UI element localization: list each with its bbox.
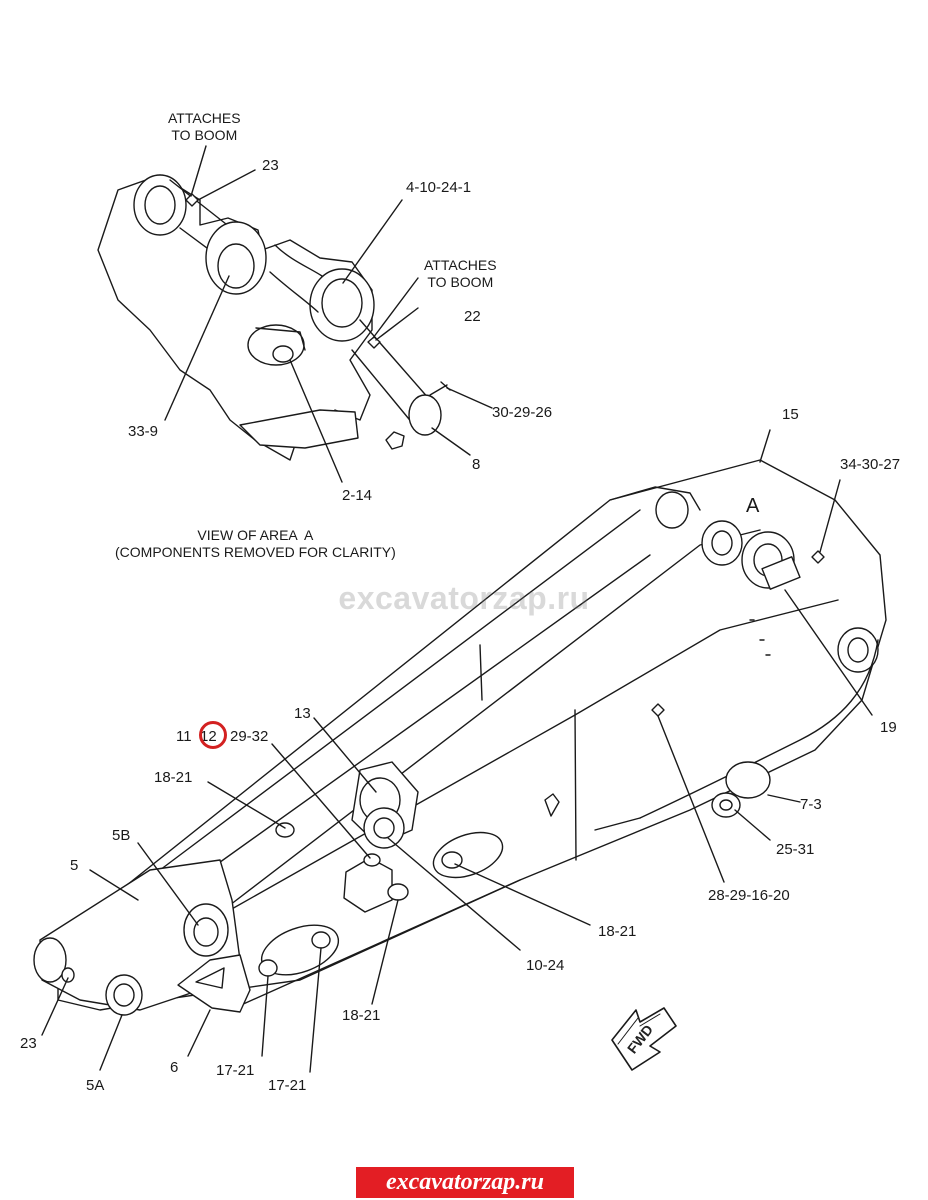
view-caption: VIEW OF AREA A (COMPONENTS REMOVED FOR C… bbox=[115, 527, 396, 560]
watermark: excavatorzap.ru bbox=[338, 580, 590, 616]
part-label[interactable]: 22 bbox=[464, 308, 481, 325]
part-label[interactable]: 30-29-26 bbox=[492, 404, 553, 421]
part-label[interactable]: 29-32 bbox=[230, 728, 269, 745]
part-label[interactable]: 17-21 bbox=[216, 1062, 255, 1079]
part-label[interactable]: 11 bbox=[176, 728, 192, 745]
part-label[interactable]: 23 bbox=[20, 1035, 37, 1052]
highlight-circle bbox=[199, 721, 227, 749]
main-stick-assembly bbox=[33, 429, 887, 1073]
site-banner[interactable]: excavatorzap.ru bbox=[356, 1167, 574, 1198]
part-label[interactable]: 7-3 bbox=[800, 796, 822, 813]
site-banner-text: excavatorzap.ru bbox=[386, 1169, 544, 1195]
part-label[interactable]: 5 bbox=[70, 857, 79, 874]
part-label[interactable]: 15 bbox=[782, 406, 799, 423]
part-label[interactable]: 28-29-16-20 bbox=[708, 887, 790, 904]
part-label[interactable]: 19 bbox=[880, 719, 897, 736]
part-label[interactable]: 5A bbox=[86, 1077, 105, 1094]
part-label[interactable]: 18-21 bbox=[154, 769, 193, 786]
part-label[interactable]: 5B bbox=[112, 827, 131, 844]
part-label[interactable]: 18-21 bbox=[598, 923, 637, 940]
part-label[interactable]: 23 bbox=[262, 157, 279, 174]
note-attaches-to-boom-top: ATTACHES TO BOOM bbox=[168, 110, 241, 143]
part-label[interactable]: 4-10-24-1 bbox=[406, 179, 472, 196]
part-label[interactable]: 13 bbox=[294, 705, 311, 722]
fwd-arrow bbox=[611, 1007, 677, 1071]
part-label[interactable]: 8 bbox=[472, 456, 481, 473]
part-label[interactable]: 25-31 bbox=[776, 841, 815, 858]
part-label[interactable]: 2-14 bbox=[342, 487, 373, 504]
part-label[interactable]: 33-9 bbox=[128, 423, 159, 440]
detail-view-area-a bbox=[97, 145, 493, 483]
part-label[interactable]: 6 bbox=[170, 1059, 179, 1076]
area-marker: A bbox=[746, 495, 760, 517]
part-label[interactable]: 10-24 bbox=[526, 957, 565, 974]
part-label[interactable]: 34-30-27 bbox=[840, 456, 901, 473]
note-attaches-to-boom-right: ATTACHES TO BOOM bbox=[424, 257, 497, 290]
part-label[interactable]: 17-21 bbox=[268, 1077, 307, 1094]
part-label[interactable]: 18-21 bbox=[342, 1007, 381, 1024]
